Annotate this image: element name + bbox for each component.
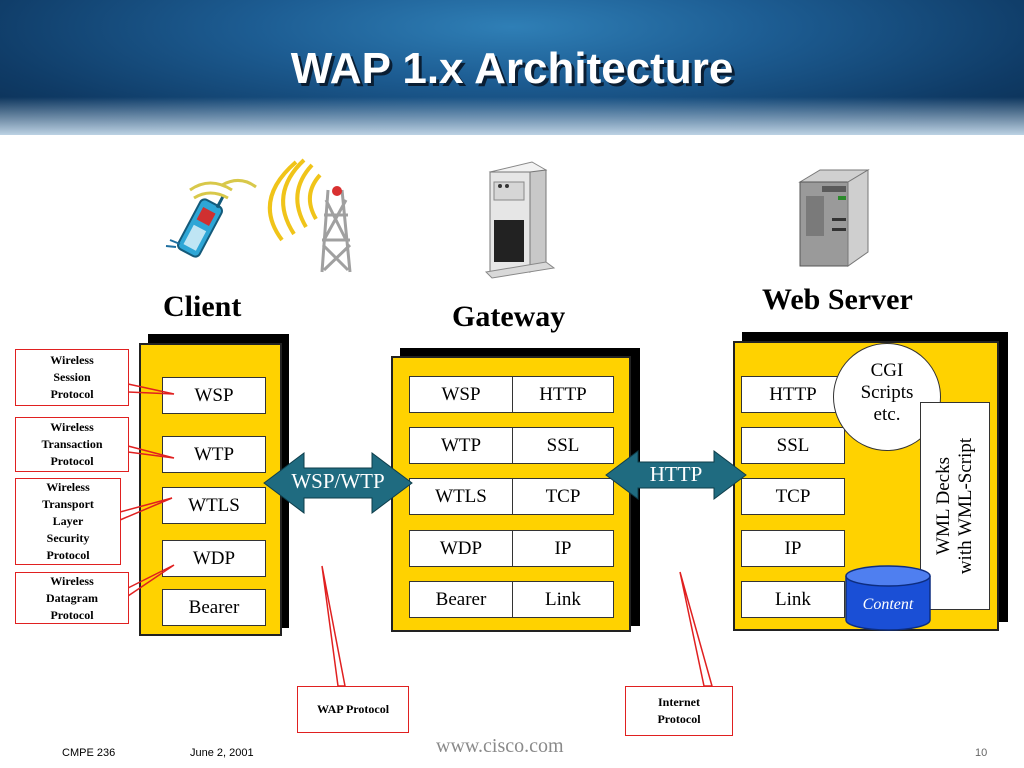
callout-wsp-text: Wireless Session Protocol [50, 353, 94, 401]
http-arrow-label: HTTP [649, 462, 703, 486]
wml-decks-box: WML Decks with WML-Script [920, 402, 990, 610]
gateway-left-layer-wdp: WDP [409, 530, 513, 567]
gateway-right-layer-ssl: SSL [512, 427, 614, 464]
client-layer-wsp: WSP [162, 377, 266, 414]
callout-wap-protocol: WAP Protocol [297, 686, 409, 733]
slide-title: WAP 1.x Architecture [290, 44, 734, 93]
gateway-left-layer-wtp: WTP [409, 427, 513, 464]
gateway-left-layer-bearer: Bearer [409, 581, 513, 618]
callout-wireless-session-protocol: Wireless Session Protocol [15, 349, 129, 406]
callout-wireless-datagram-protocol: Wireless Datagram Protocol [15, 572, 129, 624]
server-layer-ssl: SSL [741, 427, 845, 464]
antenna-tower-icon [267, 158, 352, 273]
gateway-server-icon [484, 161, 556, 279]
callout-wap-text: WAP Protocol [316, 702, 390, 716]
server-layer-link: Link [741, 581, 845, 618]
gateway-right-layer-http: HTTP [512, 376, 614, 413]
gateway-right-layer-tcp: TCP [512, 478, 614, 515]
wsp-wtp-arrow-label: WSP/WTP [291, 469, 385, 493]
callout-wireless-transport-layer-security: Wireless Transport Layer Security Protoc… [15, 478, 121, 565]
gateway-right-layer-link: Link [512, 581, 614, 618]
web-server-icon [798, 169, 870, 267]
gateway-left-layer-wsp: WSP [409, 376, 513, 413]
gateway-right-layer-ip: IP [512, 530, 614, 567]
client-layer-wtp: WTP [162, 436, 266, 473]
content-label: Content [862, 596, 914, 613]
callout-internet-text: Internet Protocol [657, 695, 701, 726]
callout-internet-protocol: Internet Protocol [625, 686, 733, 736]
callout-wireless-transaction-protocol: Wireless Transaction Protocol [15, 417, 129, 472]
server-layer-ip: IP [741, 530, 845, 567]
server-layer-http: HTTP [741, 376, 845, 413]
client-layer-wdp: WDP [162, 540, 266, 577]
web-server-heading: Web Server [762, 283, 913, 316]
client-layer-wtls: WTLS [162, 487, 266, 524]
callout-wtls-text: Wireless Transport Layer Security Protoc… [42, 480, 94, 562]
server-layer-tcp: TCP [741, 478, 845, 515]
client-layer-bearer: Bearer [162, 589, 266, 626]
footer-date: June 2, 2001 [190, 747, 254, 759]
footer-course: CMPE 236 [62, 747, 116, 759]
cgi-scripts-label: CGI Scripts etc. [860, 360, 914, 425]
title-banner [0, 0, 1024, 135]
client-heading: Client [163, 290, 242, 323]
callout-wdp-text: Wireless Datagram Protocol [46, 573, 98, 622]
gateway-left-layer-wtls: WTLS [409, 478, 513, 515]
mobile-phone-icon [165, 179, 257, 258]
gateway-heading: Gateway [452, 300, 566, 333]
wml-decks-label: WML Decks with WML-Script [933, 437, 976, 575]
footer-page-number: 10 [975, 747, 988, 759]
footer-url: www.cisco.com [436, 735, 564, 757]
callout-wtp-text: Wireless Transaction Protocol [41, 420, 103, 468]
